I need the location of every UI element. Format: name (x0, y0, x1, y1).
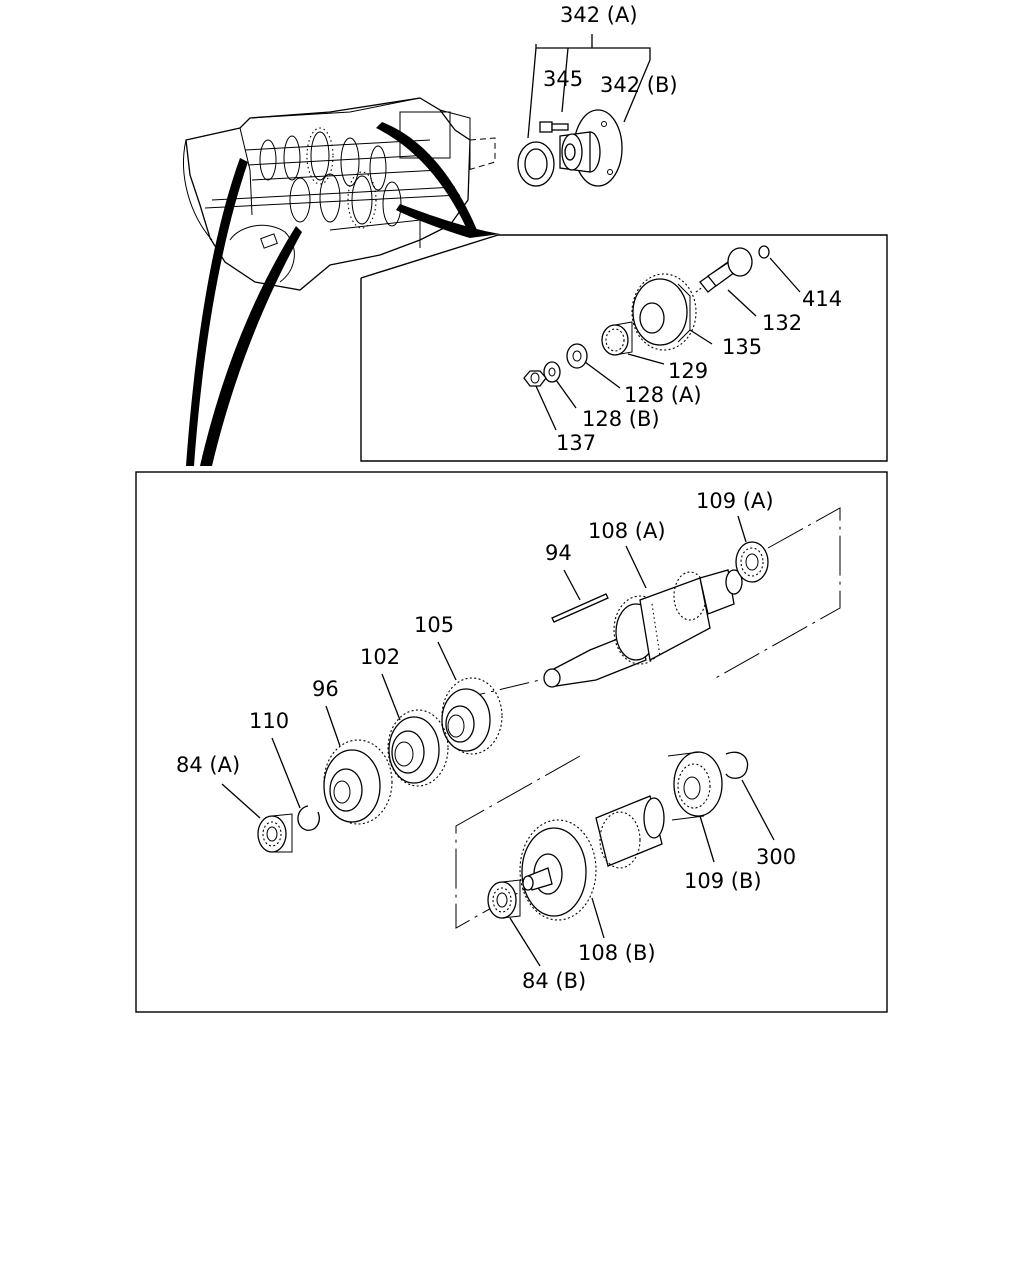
snap-ring-110 (297, 805, 320, 831)
reverse-idler-detail-box (360, 234, 888, 462)
bearing-109b (667, 751, 723, 821)
label-84b: 84 (B) (522, 969, 586, 993)
snap-ring-300 (725, 751, 749, 779)
label-108a: 108 (A) (588, 519, 666, 543)
bearing-84a (257, 813, 293, 853)
label-109a: 109 (A) (696, 489, 774, 513)
idler-gear (631, 273, 697, 351)
gear-96 (323, 739, 393, 825)
label-96: 96 (312, 677, 339, 701)
key-94 (551, 593, 609, 623)
gear-102 (387, 709, 449, 787)
countershaft-108b (519, 795, 665, 921)
label-105: 105 (414, 613, 454, 637)
lock-nut (523, 370, 547, 387)
label-300: 300 (756, 845, 796, 869)
bearing-109a (735, 541, 769, 583)
transmission-assembly (183, 97, 496, 291)
seal-ring (517, 141, 555, 187)
companion-flange (559, 109, 623, 187)
label-108b: 108 (B) (578, 941, 656, 965)
thrust-washers (543, 343, 588, 383)
output-flange-group (517, 34, 651, 187)
bolt (539, 121, 569, 133)
label-129: 129 (668, 359, 708, 383)
label-342b: 342 (B) (600, 73, 678, 97)
countershaft-detail-box (135, 471, 888, 1013)
label-84a: 84 (A) (176, 753, 240, 777)
idler-shaft (695, 245, 770, 293)
label-94: 94 (545, 541, 572, 565)
label-132: 132 (762, 311, 802, 335)
countershaft-108a (543, 569, 743, 688)
label-345: 345 (543, 67, 583, 91)
label-102: 102 (360, 645, 400, 669)
label-128a: 128 (A) (624, 383, 702, 407)
gear-105 (441, 677, 503, 755)
label-109b: 109 (B) (684, 869, 762, 893)
pointer-ribbons (186, 122, 500, 466)
label-342a: 342 (A) (560, 3, 638, 27)
label-110: 110 (249, 709, 289, 733)
label-128b: 128 (B) (582, 407, 660, 431)
callout-labels: 342 (A) 345 342 (B) 414 132 135 129 128 … (176, 3, 842, 993)
needle-bearing (601, 321, 633, 356)
label-414: 414 (802, 287, 842, 311)
bearing-84b (487, 879, 521, 919)
label-137: 137 (556, 431, 596, 455)
label-135: 135 (722, 335, 762, 359)
